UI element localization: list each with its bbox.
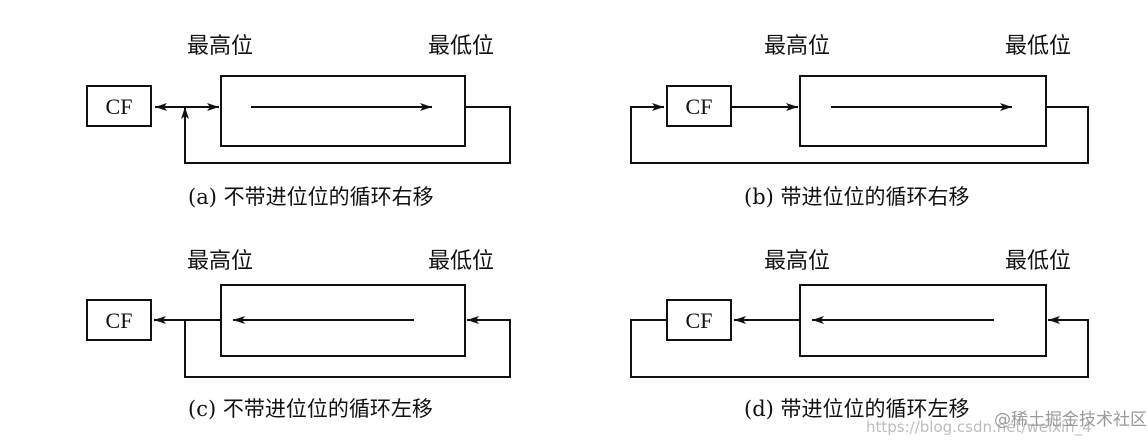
register-box bbox=[799, 75, 1047, 147]
watermark-url: https://blog.csdn.net/weixin_4 bbox=[866, 418, 1092, 437]
caption-a: (a) 不带进位位的循环右移 bbox=[188, 185, 434, 209]
lsb-label: 最低位 bbox=[1005, 34, 1071, 59]
msb-label: 最高位 bbox=[764, 249, 830, 274]
msb-label: 最高位 bbox=[764, 34, 830, 59]
cf-to-lsb-loop bbox=[630, 316, 1089, 378]
lsb-label: 最低位 bbox=[1005, 249, 1071, 274]
panel-a: 最高位 最低位 CF (a) 不带进位位的循环右移 bbox=[86, 34, 511, 209]
msb-to-lsb-loop bbox=[184, 316, 511, 378]
lsb-label: 最低位 bbox=[428, 249, 494, 274]
cf-label: CF bbox=[106, 308, 133, 333]
msb-label: 最高位 bbox=[187, 249, 253, 274]
msb-label: 最高位 bbox=[187, 34, 253, 59]
lsb-label: 最低位 bbox=[428, 34, 494, 59]
panel-b: 最高位 最低位 CF (b) 带进位位的循环右移 bbox=[630, 34, 1089, 209]
cf-label: CF bbox=[686, 308, 713, 333]
feedback-loop-line bbox=[181, 106, 511, 164]
cf-label: CF bbox=[686, 94, 713, 119]
register-box bbox=[220, 75, 466, 147]
watermark-site: @稀土掘金技术社区 bbox=[994, 410, 1147, 430]
panel-c: 最高位 最低位 CF (c) 不带进位位的循环左移 bbox=[86, 249, 511, 421]
caption-b: (b) 带进位位的循环右移 bbox=[744, 185, 970, 209]
panel-d: 最高位 最低位 CF (d) 带进位位的循环左移 bbox=[630, 249, 1089, 421]
caption-d: (d) 带进位位的循环左移 bbox=[744, 397, 970, 421]
lsb-to-cf-loop bbox=[630, 103, 1089, 164]
cf-label: CF bbox=[106, 94, 133, 119]
caption-c: (c) 不带进位位的循环左移 bbox=[188, 397, 433, 421]
cf-box bbox=[86, 299, 152, 341]
cf-box bbox=[86, 85, 152, 127]
